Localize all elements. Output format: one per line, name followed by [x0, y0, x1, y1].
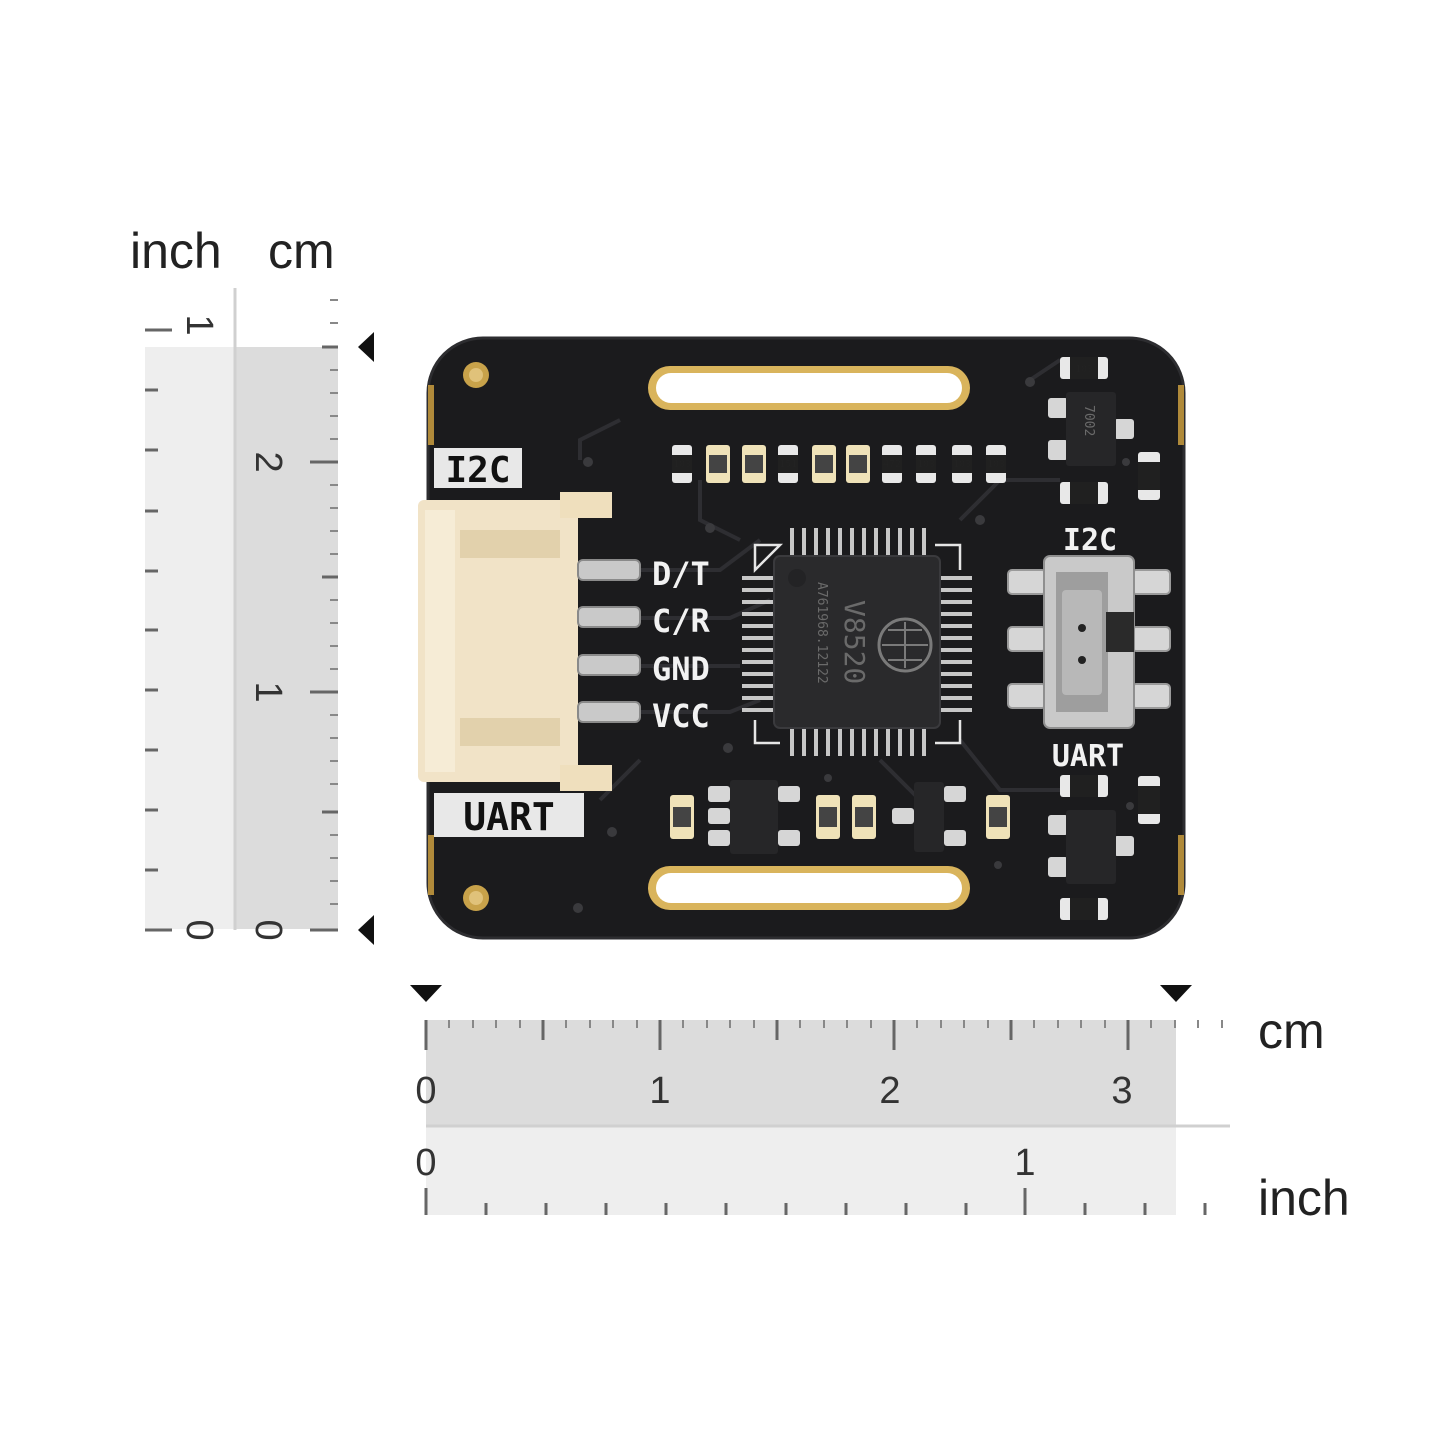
inch-ticks	[424, 1188, 1207, 1215]
bottom-marker-icon	[358, 915, 374, 945]
horizontal-inch-label-1: 1	[1014, 1142, 1035, 1184]
inch-ticks	[145, 328, 172, 932]
pcb-traces	[578, 358, 1062, 802]
main-ic-chip: V8520 A761968.12122	[742, 528, 972, 756]
pin-label-vcc: VCC	[652, 697, 710, 735]
cm-ticks	[310, 345, 338, 932]
cm-scale-band	[235, 347, 338, 929]
vertical-ruler: inch cm	[130, 223, 374, 945]
edge-pad	[428, 385, 434, 445]
edge-pad	[1178, 835, 1184, 895]
pin-label-dt: D/T	[652, 555, 710, 593]
cm-minor-ticks	[330, 299, 338, 905]
edge-pad	[428, 835, 434, 895]
resistor-code: 151	[779, 459, 797, 470]
switch-label-i2c: I2C	[1063, 523, 1117, 558]
vertical-cm-label-1: 1	[247, 681, 289, 702]
pin-label-cr: C/R	[652, 602, 711, 640]
connector-label-uart: UART	[463, 795, 555, 839]
connector-housing	[418, 500, 578, 782]
horizontal-cm-label-0: 0	[415, 1070, 436, 1112]
ic-pins	[742, 528, 972, 756]
jst-connector	[418, 492, 641, 791]
resistor-code: 103	[953, 459, 971, 470]
switch-label-uart: UART	[1052, 739, 1124, 774]
cm-scale-band	[426, 1020, 1176, 1125]
connector-pins	[577, 559, 641, 723]
resistor-row-top: 103 151 472 103 103 103	[672, 445, 1006, 483]
inch-scale-band	[145, 347, 235, 929]
horizontal-cm-label-2: 2	[879, 1070, 900, 1112]
resistor-code: 472	[883, 459, 901, 470]
left-marker-icon	[410, 985, 442, 1002]
ic-body	[773, 555, 941, 729]
vertical-inch-label-1: 1	[178, 314, 220, 335]
pin-label-gnd: GND	[652, 650, 710, 688]
chip-marking-main: V8520	[838, 600, 871, 684]
right-top-components: 103 7002	[1048, 357, 1160, 504]
resistor-code: 103	[1075, 364, 1093, 375]
cm-ticks	[424, 1020, 1130, 1050]
edge-pad	[1178, 385, 1184, 445]
uart-label-box	[434, 793, 584, 837]
vertical-inch-label-0: 0	[178, 919, 220, 940]
top-marker-icon	[358, 332, 374, 362]
transistor-code: 7002	[1081, 405, 1096, 436]
resistor-code: 103	[673, 459, 691, 470]
right-bottom-components	[1048, 775, 1160, 920]
horizontal-ruler-cm-unit: cm	[1258, 1003, 1325, 1059]
connector-label-i2c: I2C	[445, 450, 510, 491]
vertical-ruler-cm-unit: cm	[268, 223, 335, 279]
horizontal-ruler-inch-unit: inch	[1258, 1170, 1350, 1226]
resistor-code: 103	[917, 459, 935, 470]
right-marker-icon	[1160, 985, 1192, 1002]
bottom-component-row	[670, 780, 1010, 854]
ic-silk-frame	[753, 543, 962, 745]
switch-actuator[interactable]	[1062, 590, 1102, 695]
pcb-board: 103 151 472 103 103 103	[418, 336, 1186, 940]
horizontal-inch-label-0: 0	[415, 1142, 436, 1184]
inch-scale-band	[426, 1127, 1176, 1215]
chip-marking-code: A761968.12122	[814, 582, 829, 684]
vertical-cm-label-2: 2	[247, 451, 289, 472]
chip-logo-icon	[877, 617, 933, 673]
vias	[573, 377, 1134, 913]
slide-switch[interactable]	[1007, 555, 1171, 729]
vertical-cm-label-0: 0	[247, 919, 289, 940]
i2c-label-box	[434, 448, 522, 488]
resistor-code: 103	[987, 459, 1005, 470]
horizontal-cm-label-1: 1	[649, 1070, 670, 1112]
vertical-ruler-inch-unit: inch	[130, 223, 222, 279]
horizontal-cm-label-3: 3	[1111, 1070, 1132, 1112]
horizontal-ruler: 0 1 2 3 0 1 cm inch	[410, 985, 1350, 1226]
cm-minor-ticks	[448, 1020, 1223, 1028]
